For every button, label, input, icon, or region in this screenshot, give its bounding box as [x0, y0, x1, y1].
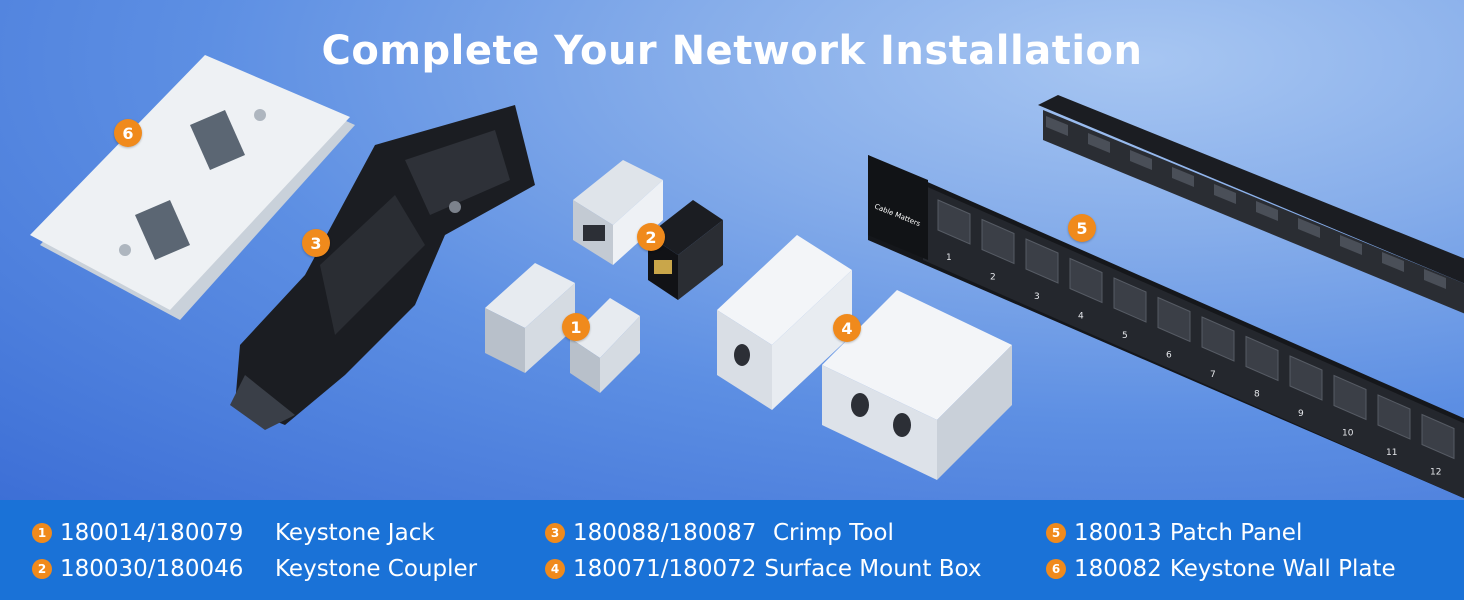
legend-badge: 1: [32, 523, 52, 543]
patch-panel-port-label: 1: [946, 253, 952, 263]
patch-panel-port-label: 2: [990, 273, 996, 283]
crimp-tool-image: [230, 105, 535, 430]
patch-panel-port: [1157, 296, 1191, 343]
patch-panel-slot: [1340, 235, 1362, 255]
patch-panel-port: [1421, 413, 1455, 460]
legend-item-keystone-wall-plate: 6 180082 Keystone Wall Plate: [1046, 554, 1396, 584]
patch-panel-port: [1289, 355, 1323, 401]
patch-panel-port-label: 5: [1122, 331, 1128, 341]
legend-item-patch-panel: 5 180013 Patch Panel: [1046, 518, 1302, 548]
patch-panel-port-label: 10: [1342, 429, 1354, 439]
legend-code: 180013: [1074, 520, 1162, 546]
patch-panel-port: [1069, 257, 1103, 304]
legend-badge: 5: [1046, 523, 1066, 543]
patch-panel-port: [1333, 374, 1367, 421]
patch-panel-port-label: 3: [1034, 292, 1040, 302]
patch-panel-slot: [1382, 252, 1404, 272]
legend-code: 180014/180079: [60, 520, 244, 546]
keystone-coupler-image: [573, 160, 723, 300]
badge-2: 2: [637, 223, 665, 251]
patch-panel-port-label: 8: [1254, 390, 1260, 400]
patch-panel-port: [1377, 394, 1411, 440]
badge-4: 4: [833, 314, 861, 342]
patch-panel-slot: [1424, 269, 1446, 289]
legend-item-keystone-jack: 1 180014/180079 Keystone Jack: [32, 518, 435, 548]
legend-name: Surface Mount Box: [764, 556, 982, 582]
patch-panel-port-label: 6: [1166, 351, 1172, 361]
legend-badge: 6: [1046, 559, 1066, 579]
legend-badge: 4: [545, 559, 565, 579]
surface-mount-box-image: [717, 235, 1012, 480]
patch-panel-slot: [1088, 133, 1110, 153]
legend-name: Crimp Tool: [773, 520, 894, 546]
patch-panel-port-label: 7: [1210, 370, 1216, 380]
patch-panel-slot: [1172, 167, 1194, 187]
product-hero: Complete Your Network Installation 6 3 2: [0, 0, 1464, 500]
patch-panel-port-label: 9: [1298, 409, 1304, 419]
keystone-wall-plate-image: [30, 55, 355, 320]
legend-code: 180088/180087: [573, 520, 757, 546]
patch-panel-port: [1201, 316, 1235, 362]
badge-5: 5: [1068, 214, 1096, 242]
legend-badge: 2: [32, 559, 52, 579]
legend-code: 180082: [1074, 556, 1162, 582]
patch-panel-port: [1245, 335, 1279, 382]
patch-panel-port: [1113, 277, 1147, 323]
patch-panel-slot: [1256, 201, 1278, 221]
patch-panel-port: [937, 199, 971, 245]
patch-panel-port: [1025, 238, 1059, 284]
keystone-jack-image: [485, 263, 640, 393]
legend-item-keystone-coupler: 2 180030/180046 Keystone Coupler: [32, 554, 477, 584]
legend-badge: 3: [545, 523, 565, 543]
patch-panel-port-label: 4: [1078, 312, 1084, 322]
patch-panel-port: [981, 218, 1015, 265]
headline: Complete Your Network Installation: [321, 28, 1143, 74]
legend-name: Keystone Coupler: [275, 556, 478, 582]
patch-panel-slot: [1130, 150, 1152, 170]
patch-panel-port-label: 11: [1386, 448, 1397, 458]
legend-item-crimp-tool: 3 180088/180087 Crimp Tool: [545, 518, 894, 548]
patch-panel-slot: [1214, 184, 1236, 204]
legend-name: Keystone Wall Plate: [1169, 556, 1396, 582]
legend-item-surface-mount-box: 4 180071/180072 Surface Mount Box: [545, 554, 981, 584]
badge-3: 3: [302, 229, 330, 257]
legend-code: 180030/180046: [60, 556, 244, 582]
badge-1: 1: [562, 313, 590, 341]
badge-6: 6: [114, 119, 142, 147]
legend-name: Keystone Jack: [275, 520, 435, 546]
legend-name: Patch Panel: [1169, 520, 1303, 546]
legend-code: 180071/180072: [573, 556, 757, 582]
patch-panel-slot: [1298, 218, 1320, 238]
patch-panel-slot: [1046, 116, 1068, 136]
product-legend: 1 180014/180079 Keystone Jack 2 180030/1…: [0, 500, 1464, 600]
patch-panel-port-label: 12: [1430, 468, 1441, 478]
